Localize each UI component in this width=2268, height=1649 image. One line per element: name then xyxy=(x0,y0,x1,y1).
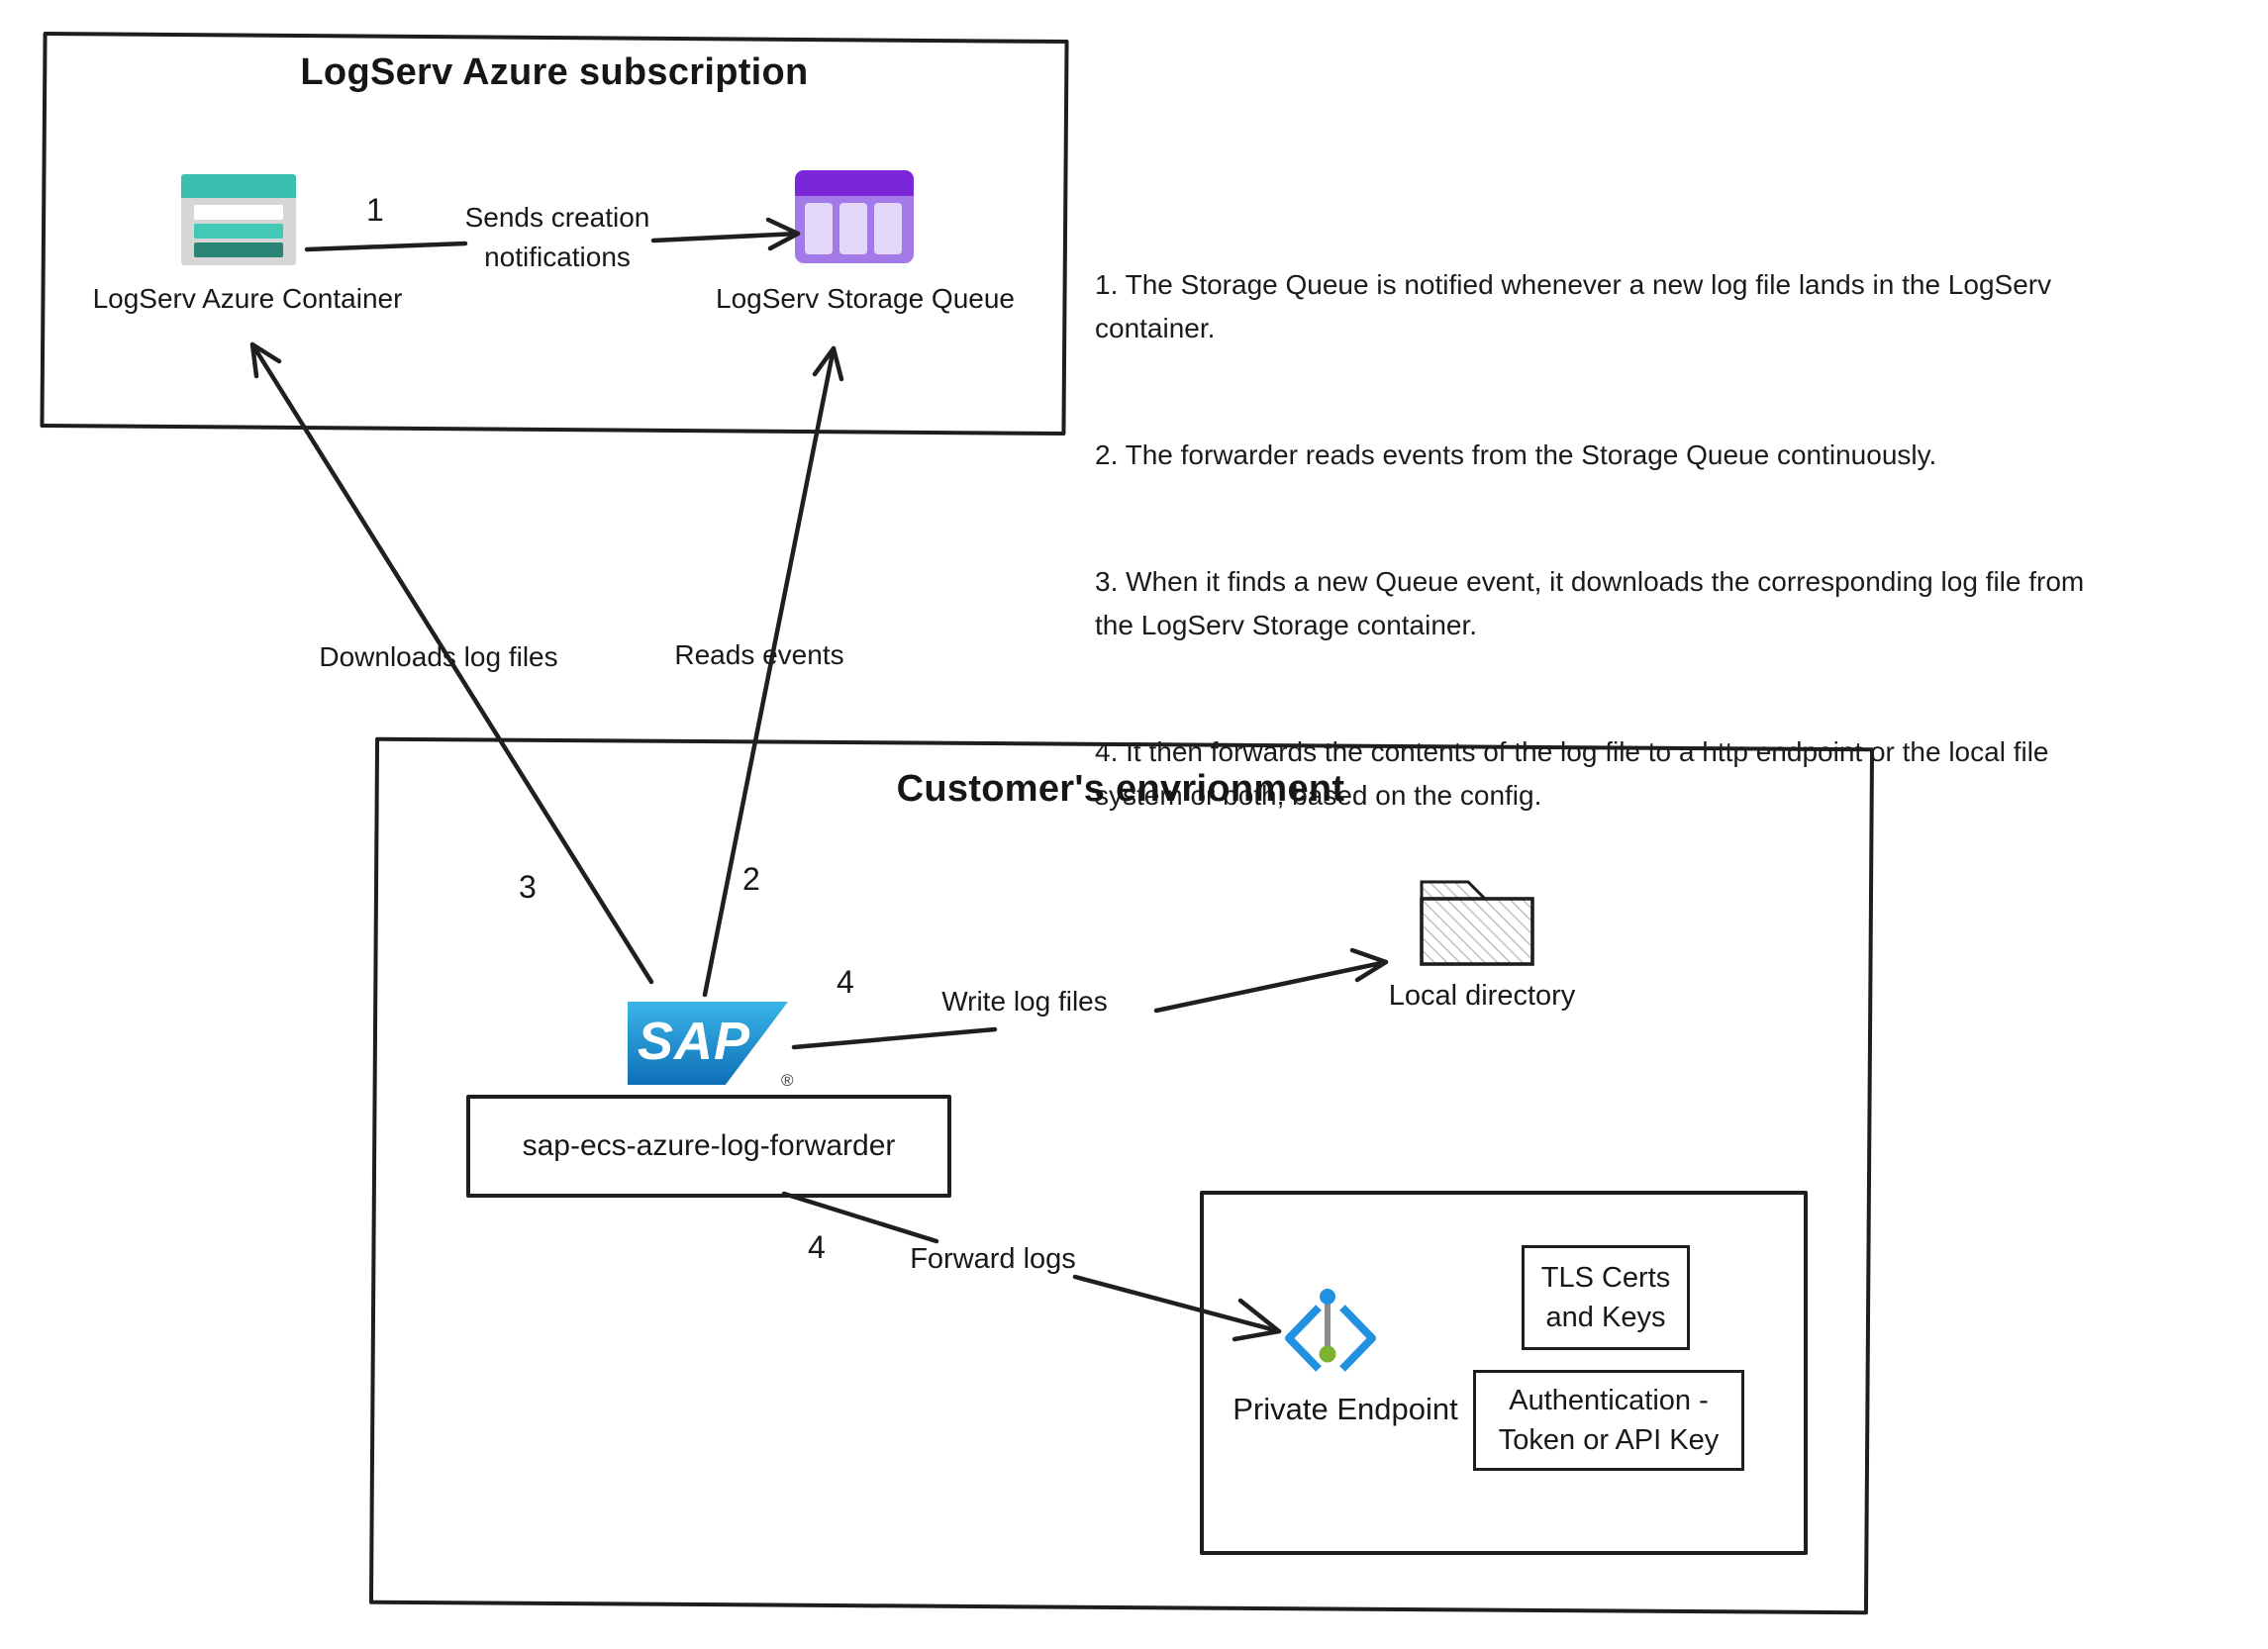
reads-events-label: Reads events xyxy=(674,639,844,670)
step-1-number: 1 xyxy=(366,192,384,228)
private-endpoint-icon xyxy=(1285,1289,1376,1372)
logserv-subscription-title: LogServ Azure subscription xyxy=(300,51,809,93)
authentication-label: Authentication - Token or API Key xyxy=(1498,1385,1720,1456)
azure-container-icon-header xyxy=(181,174,296,198)
sends-creation-label: Sends creation notifications xyxy=(464,202,650,272)
storage-queue-icon-header xyxy=(795,170,914,196)
tls-certs-box: TLS Certs and Keys xyxy=(1522,1245,1690,1350)
note-4: 4. It then forwards the contents of the … xyxy=(1095,736,2049,811)
storage-queue-label: LogServ Storage Queue xyxy=(716,283,1015,314)
private-endpoint-label: Private Endpoint xyxy=(1233,1392,1458,1426)
azure-container-icon xyxy=(181,174,296,265)
note-1: 1. The Storage Queue is notified wheneve… xyxy=(1095,269,2052,343)
sap-registered-mark: ® xyxy=(781,1071,794,1090)
authentication-box: Authentication - Token or API Key xyxy=(1473,1370,1744,1471)
sap-logo-text: SAP xyxy=(638,1012,751,1071)
write-log-files-label: Write log files xyxy=(941,986,1108,1017)
sap-forwarder-label: sap-ecs-azure-log-forwarder xyxy=(522,1129,896,1162)
note-3: 3. When it finds a new Queue event, it d… xyxy=(1095,566,2085,640)
customer-environment-title: Customer's envrionment xyxy=(896,768,1345,810)
local-directory-folder-icon xyxy=(1420,880,1534,966)
step-4-forward-number: 4 xyxy=(808,1229,826,1265)
azure-container-label: LogServ Azure Container xyxy=(92,283,403,314)
endpoint-group-box xyxy=(1200,1191,1808,1555)
note-2: 2. The forwarder reads events from the S… xyxy=(1095,439,1937,470)
sap-forwarder-box: sap-ecs-azure-log-forwarder xyxy=(466,1095,951,1198)
forward-logs-label: Forward logs xyxy=(910,1243,1076,1275)
local-directory-label: Local directory xyxy=(1388,980,1576,1012)
storage-queue-icon xyxy=(795,170,914,263)
tls-certs-label: TLS Certs and Keys xyxy=(1540,1262,1671,1333)
downloads-log-files-label: Downloads log files xyxy=(319,641,558,672)
step-4-write-number: 4 xyxy=(837,964,854,1000)
explanation-notes: 1. The Storage Queue is notified wheneve… xyxy=(1095,220,2268,901)
